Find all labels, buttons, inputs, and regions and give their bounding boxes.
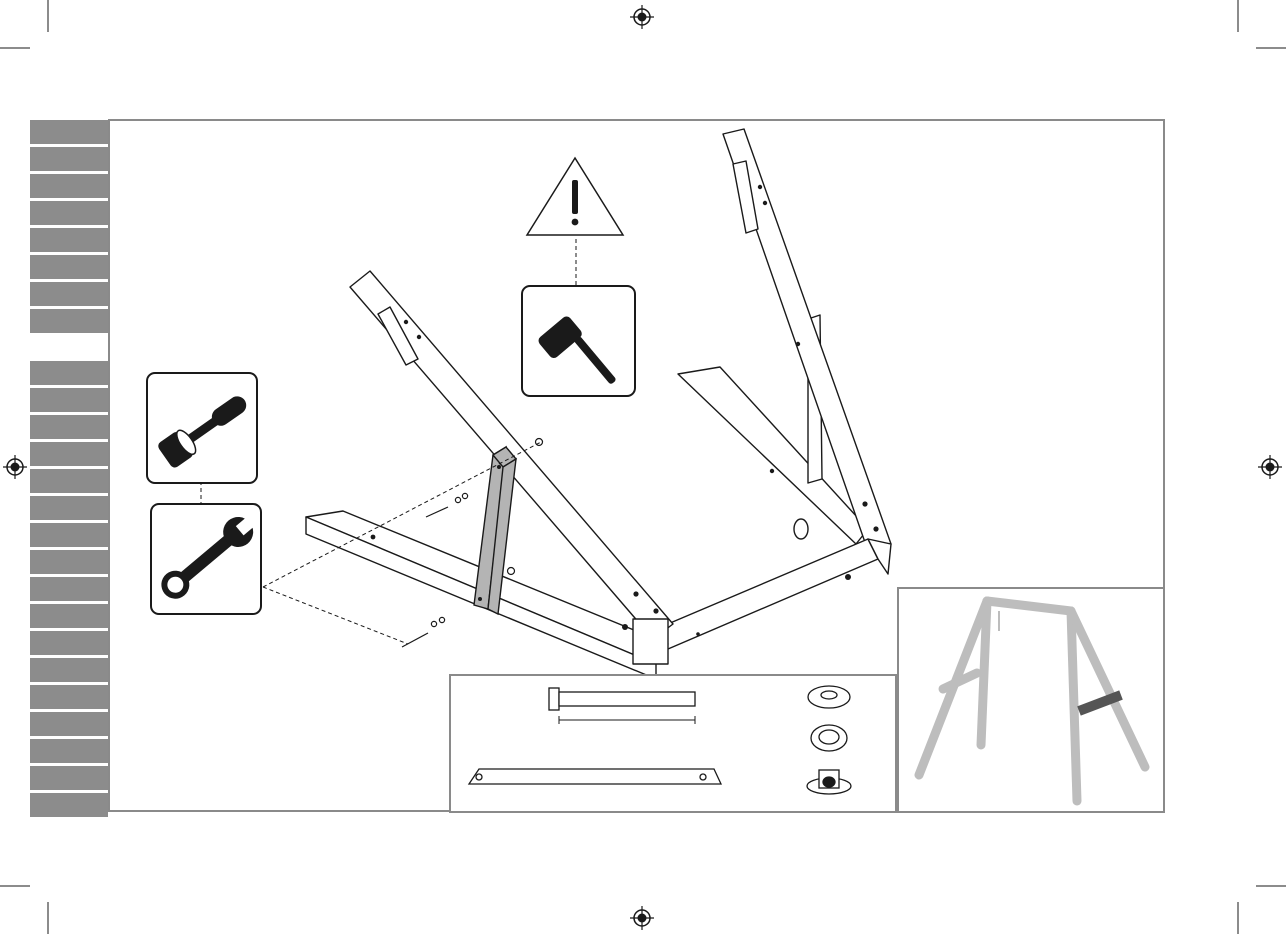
tab xyxy=(30,577,108,601)
tab xyxy=(30,712,108,736)
warning-triangle-icon xyxy=(525,156,625,238)
tab xyxy=(30,766,108,790)
combination-wrench-icon xyxy=(150,503,262,615)
registration-mark-icon xyxy=(630,906,654,930)
tab xyxy=(30,415,108,439)
tab xyxy=(30,442,108,466)
swing-frame-preview xyxy=(899,589,1163,811)
rubber-mallet-icon xyxy=(521,285,636,397)
tab xyxy=(30,282,108,306)
socket-wrench-icon xyxy=(146,372,258,484)
bottom-right-beam xyxy=(656,539,878,649)
registration-mark-icon xyxy=(630,5,654,29)
bolt xyxy=(426,507,448,517)
bolt xyxy=(402,633,428,647)
tab xyxy=(30,388,108,412)
tab xyxy=(30,496,108,520)
tab xyxy=(30,228,108,252)
tab xyxy=(30,739,108,763)
tab xyxy=(30,174,108,198)
tab xyxy=(30,469,108,493)
hardware-panel xyxy=(449,674,897,813)
swing-preview-panel xyxy=(897,587,1165,813)
tab xyxy=(30,255,108,279)
flat-washer-icon xyxy=(808,686,850,708)
registration-mark-icon xyxy=(1258,455,1282,479)
eye-hook xyxy=(794,519,808,539)
tab-strip-bottom xyxy=(30,361,108,820)
tab xyxy=(30,604,108,628)
tab xyxy=(30,201,108,225)
t-nut-icon xyxy=(807,770,851,794)
tab xyxy=(30,523,108,547)
tab xyxy=(30,120,108,144)
spring-washer-icon xyxy=(811,725,847,751)
tab xyxy=(30,631,108,655)
bolt-icon xyxy=(549,688,695,724)
tab xyxy=(30,658,108,682)
tab xyxy=(30,361,108,385)
tab xyxy=(30,685,108,709)
tab xyxy=(30,550,108,574)
corner-block xyxy=(633,619,668,664)
brace-plate-icon xyxy=(469,769,721,784)
tab xyxy=(30,793,108,817)
tab xyxy=(30,309,108,333)
tab-strip-top xyxy=(30,120,108,336)
tab xyxy=(30,147,108,171)
registration-mark-icon xyxy=(3,455,27,479)
